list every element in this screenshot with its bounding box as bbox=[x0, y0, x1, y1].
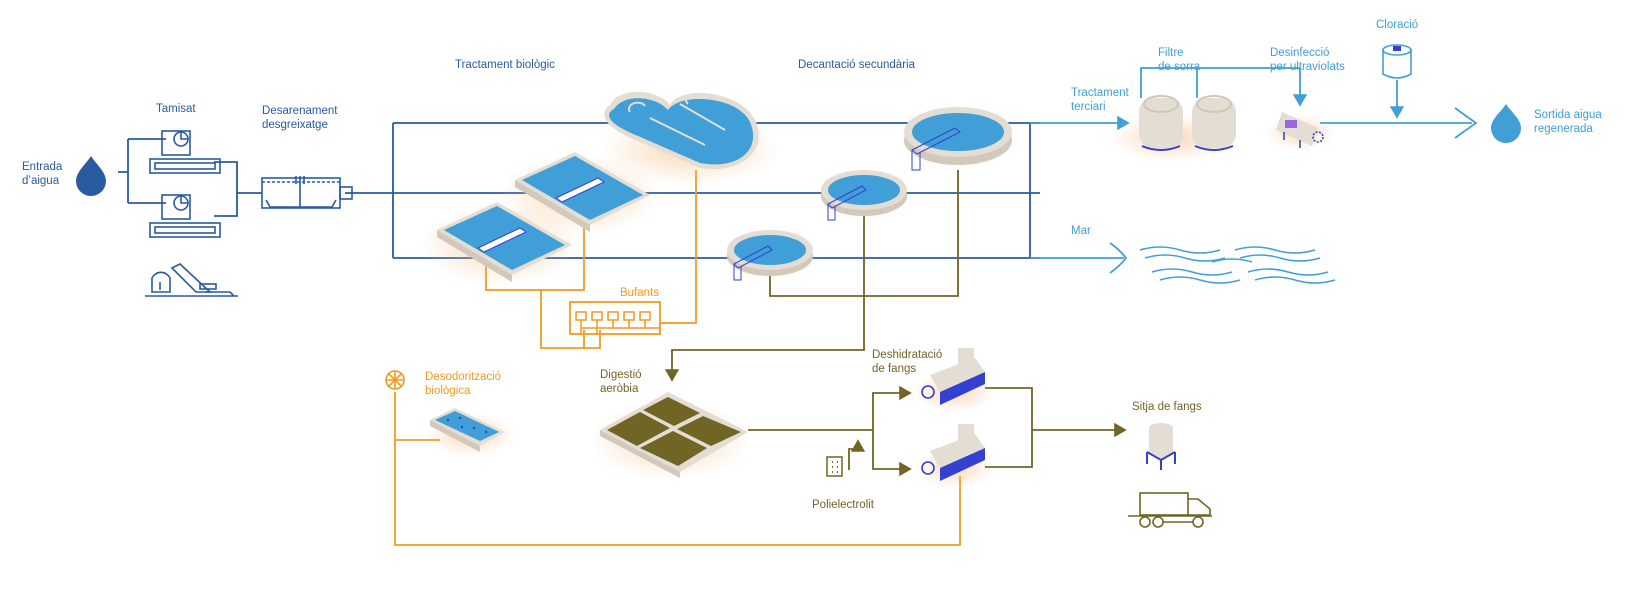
sludge-pipes bbox=[664, 170, 1127, 477]
dosing-unit-icon bbox=[826, 456, 843, 477]
water-inlet-drop-icon bbox=[76, 156, 106, 196]
label-screening: Tamisat bbox=[156, 103, 196, 115]
label-uv-disinfection: Desinfecció per ultraviolats bbox=[1270, 47, 1345, 73]
oxidation-ditch-icon bbox=[600, 91, 780, 185]
label-sludge-dewatering: Deshidratació de fangs bbox=[872, 349, 943, 375]
sand-filter-tank-icon bbox=[1110, 95, 1236, 162]
biofilter-icon bbox=[425, 408, 515, 457]
label-polyelectrolyte: Polielectrolit bbox=[812, 499, 874, 511]
reclaimed-water-drop-icon bbox=[1491, 104, 1521, 143]
conveyor-icon bbox=[145, 263, 238, 297]
label-blowers: Bufants bbox=[620, 287, 659, 299]
label-aerobic-digestion: Digestió aeròbia bbox=[600, 369, 642, 395]
label-sand-filter: Filtre de sorra bbox=[1158, 47, 1201, 73]
uv-reactor-icon bbox=[1265, 112, 1335, 150]
digester-icon bbox=[590, 392, 750, 480]
centrifuge-icon bbox=[915, 348, 995, 488]
label-biological-treatment: Tractament biològic bbox=[455, 59, 555, 71]
label-secondary-settling: Decantació secundària bbox=[798, 59, 915, 71]
waves-icon bbox=[1139, 246, 1336, 284]
aeration-tank-icon bbox=[420, 152, 660, 285]
truck-icon bbox=[1128, 492, 1212, 528]
fan-icon bbox=[385, 370, 405, 390]
blower-icon bbox=[575, 311, 660, 334]
chlorine-tank-icon bbox=[1382, 44, 1412, 79]
grit-channel-icon bbox=[261, 176, 353, 209]
label-chlorination: Cloració bbox=[1376, 19, 1419, 31]
label-reclaimed-water-outlet: Sortida aigua regenerada bbox=[1534, 109, 1602, 135]
label-water-inlet: Entrada d’aigua bbox=[22, 161, 63, 187]
clarifier-icon bbox=[722, 107, 1018, 281]
label-sludge-silo: Sitja de fangs bbox=[1132, 401, 1202, 413]
label-biological-deodorization: Desodorització biològica bbox=[425, 371, 502, 397]
label-sea: Mar bbox=[1071, 225, 1091, 237]
tertiary-pipes bbox=[1030, 67, 1478, 274]
label-grit-removal: Desarenament desgreixatge bbox=[262, 105, 338, 131]
label-tertiary-treatment: Tractament terciari bbox=[1071, 87, 1129, 113]
silo-icon bbox=[1146, 423, 1176, 470]
screen-drum-icon bbox=[149, 130, 221, 238]
